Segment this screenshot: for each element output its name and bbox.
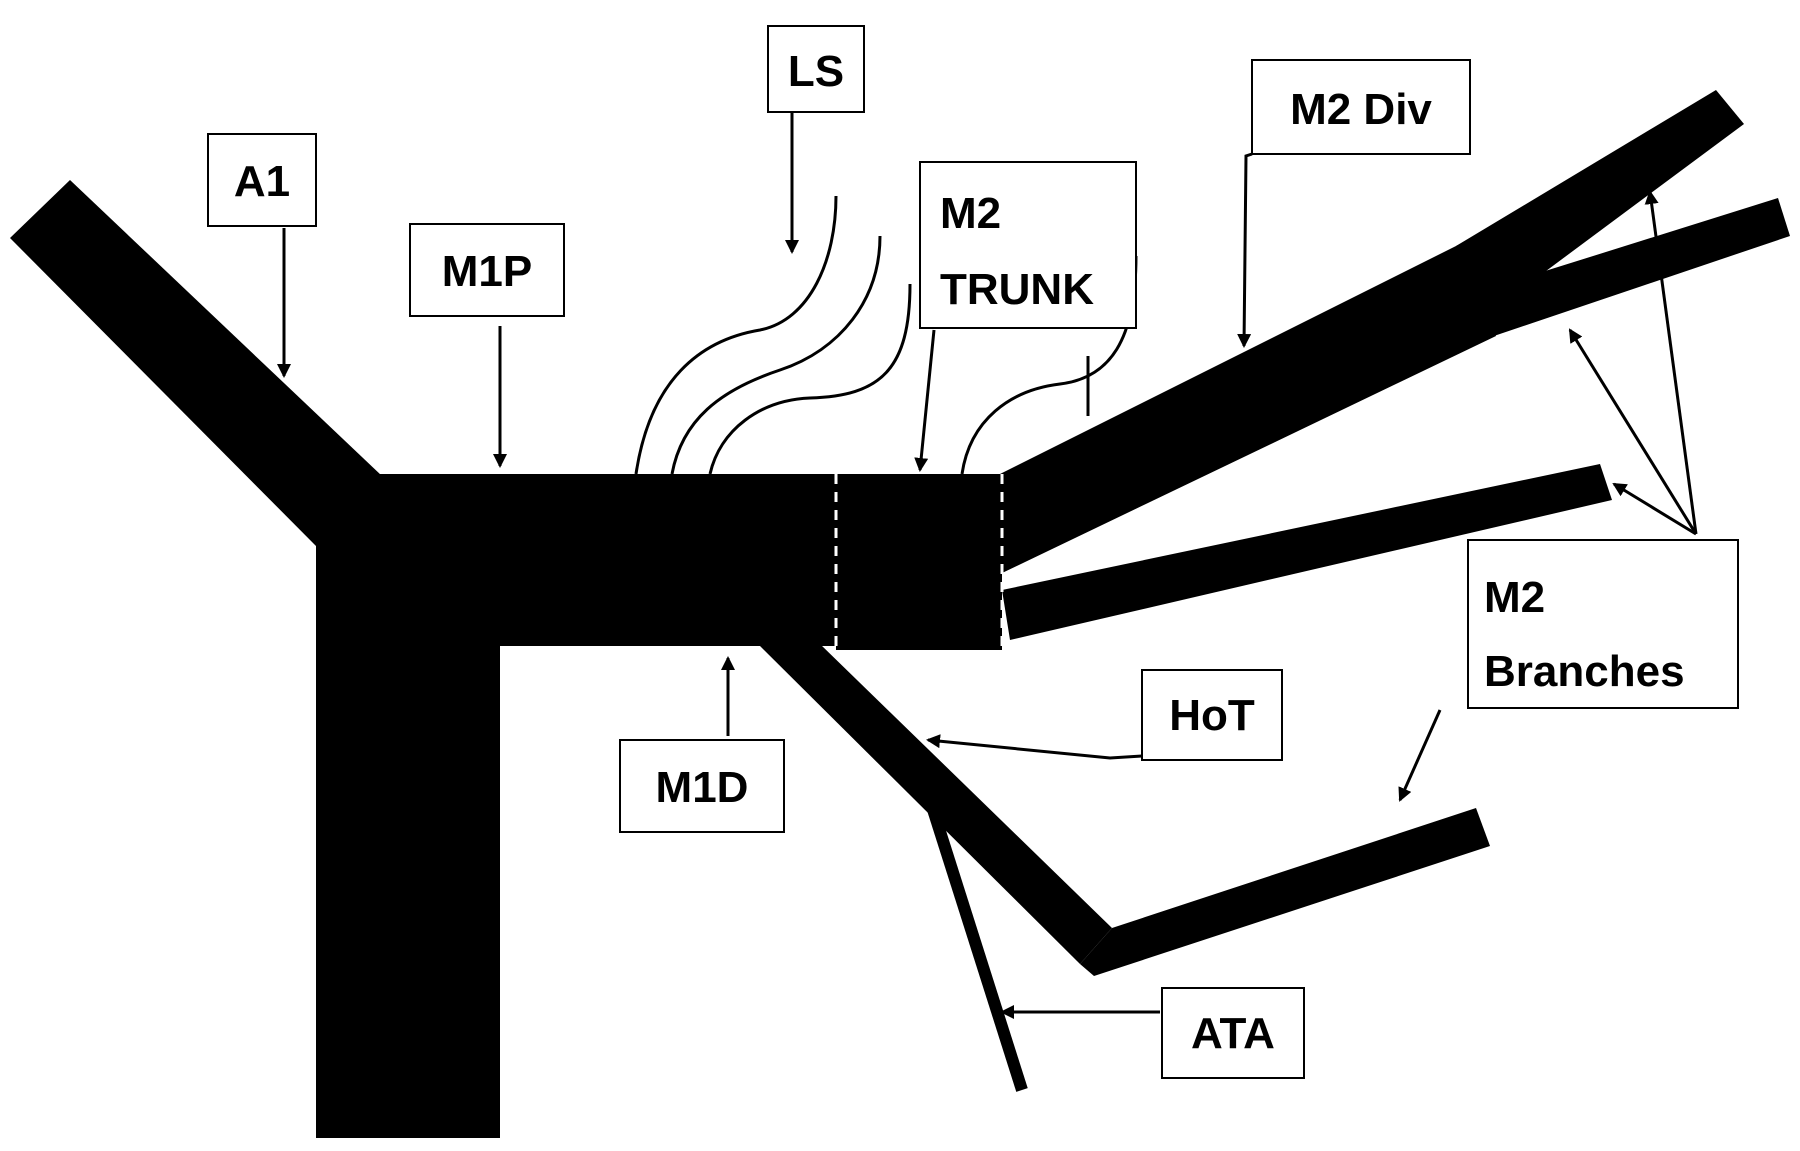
label-m2-div: M2 Div <box>1251 59 1471 155</box>
hot-arrow <box>926 734 1143 760</box>
label-m1d-text: M1D <box>656 763 749 812</box>
m2-trunk-segment <box>836 474 1002 650</box>
label-m1d-box <box>619 739 785 833</box>
label-m2-branches-line1: M2 <box>1484 573 1545 622</box>
ata-vessel <box>924 798 1028 1092</box>
label-a1-text: A1 <box>234 157 290 206</box>
label-m2-trunk-line1: M2 <box>940 189 1001 238</box>
label-hot: HoT <box>1141 669 1283 761</box>
label-m2-div-box <box>1251 59 1471 155</box>
m2-division-vessel <box>1000 244 1496 574</box>
vessels <box>10 90 1790 1138</box>
label-m2-trunk: M2 TRUNK <box>919 161 1137 329</box>
label-m2-branches-box <box>1467 539 1739 709</box>
label-m2-trunk-box <box>919 161 1137 329</box>
ls-perforator-2 <box>670 235 882 475</box>
label-m2-branches-line2: Branches <box>1484 647 1685 696</box>
label-hot-box <box>1141 669 1283 761</box>
branches-arrow-3 <box>1612 482 1697 536</box>
label-m1p-box <box>409 223 565 317</box>
leader-arrows <box>277 110 1698 1019</box>
label-ls-text: LS <box>788 47 844 96</box>
branches-arrow-1 <box>1644 190 1698 535</box>
label-m1d: M1D <box>619 739 785 833</box>
label-m1p: M1P <box>409 223 565 317</box>
label-ls-box <box>767 25 865 113</box>
label-a1: A1 <box>207 133 317 227</box>
label-m1p-text: M1P <box>442 247 532 296</box>
m2-branch-middle <box>1002 464 1612 640</box>
m2-trunk-arrow <box>914 329 936 472</box>
label-ata-text: ATA <box>1191 1009 1275 1058</box>
branches-arrow-4 <box>1398 709 1442 802</box>
m2-div-arrow <box>1237 152 1253 348</box>
m2-branch-upper-2 <box>1472 198 1790 338</box>
label-m2-div-text: M2 Div <box>1290 85 1432 134</box>
ls-perforator-3 <box>708 283 912 475</box>
label-m2-trunk-line2: TRUNK <box>940 265 1094 314</box>
label-ata-box <box>1161 987 1305 1079</box>
label-ata: ATA <box>1161 987 1305 1079</box>
m2-branch-inferior <box>1080 808 1490 976</box>
label-m2-branches: M2 Branches <box>1467 539 1739 709</box>
ls-perforator-1 <box>634 195 838 475</box>
m2-branch-upper-1 <box>1456 90 1744 320</box>
label-hot-text: HoT <box>1169 691 1255 740</box>
label-a1-box <box>207 133 317 227</box>
branches-arrow-2 <box>1568 328 1698 535</box>
a1-vessel <box>10 180 382 546</box>
label-ls: LS <box>767 25 865 113</box>
